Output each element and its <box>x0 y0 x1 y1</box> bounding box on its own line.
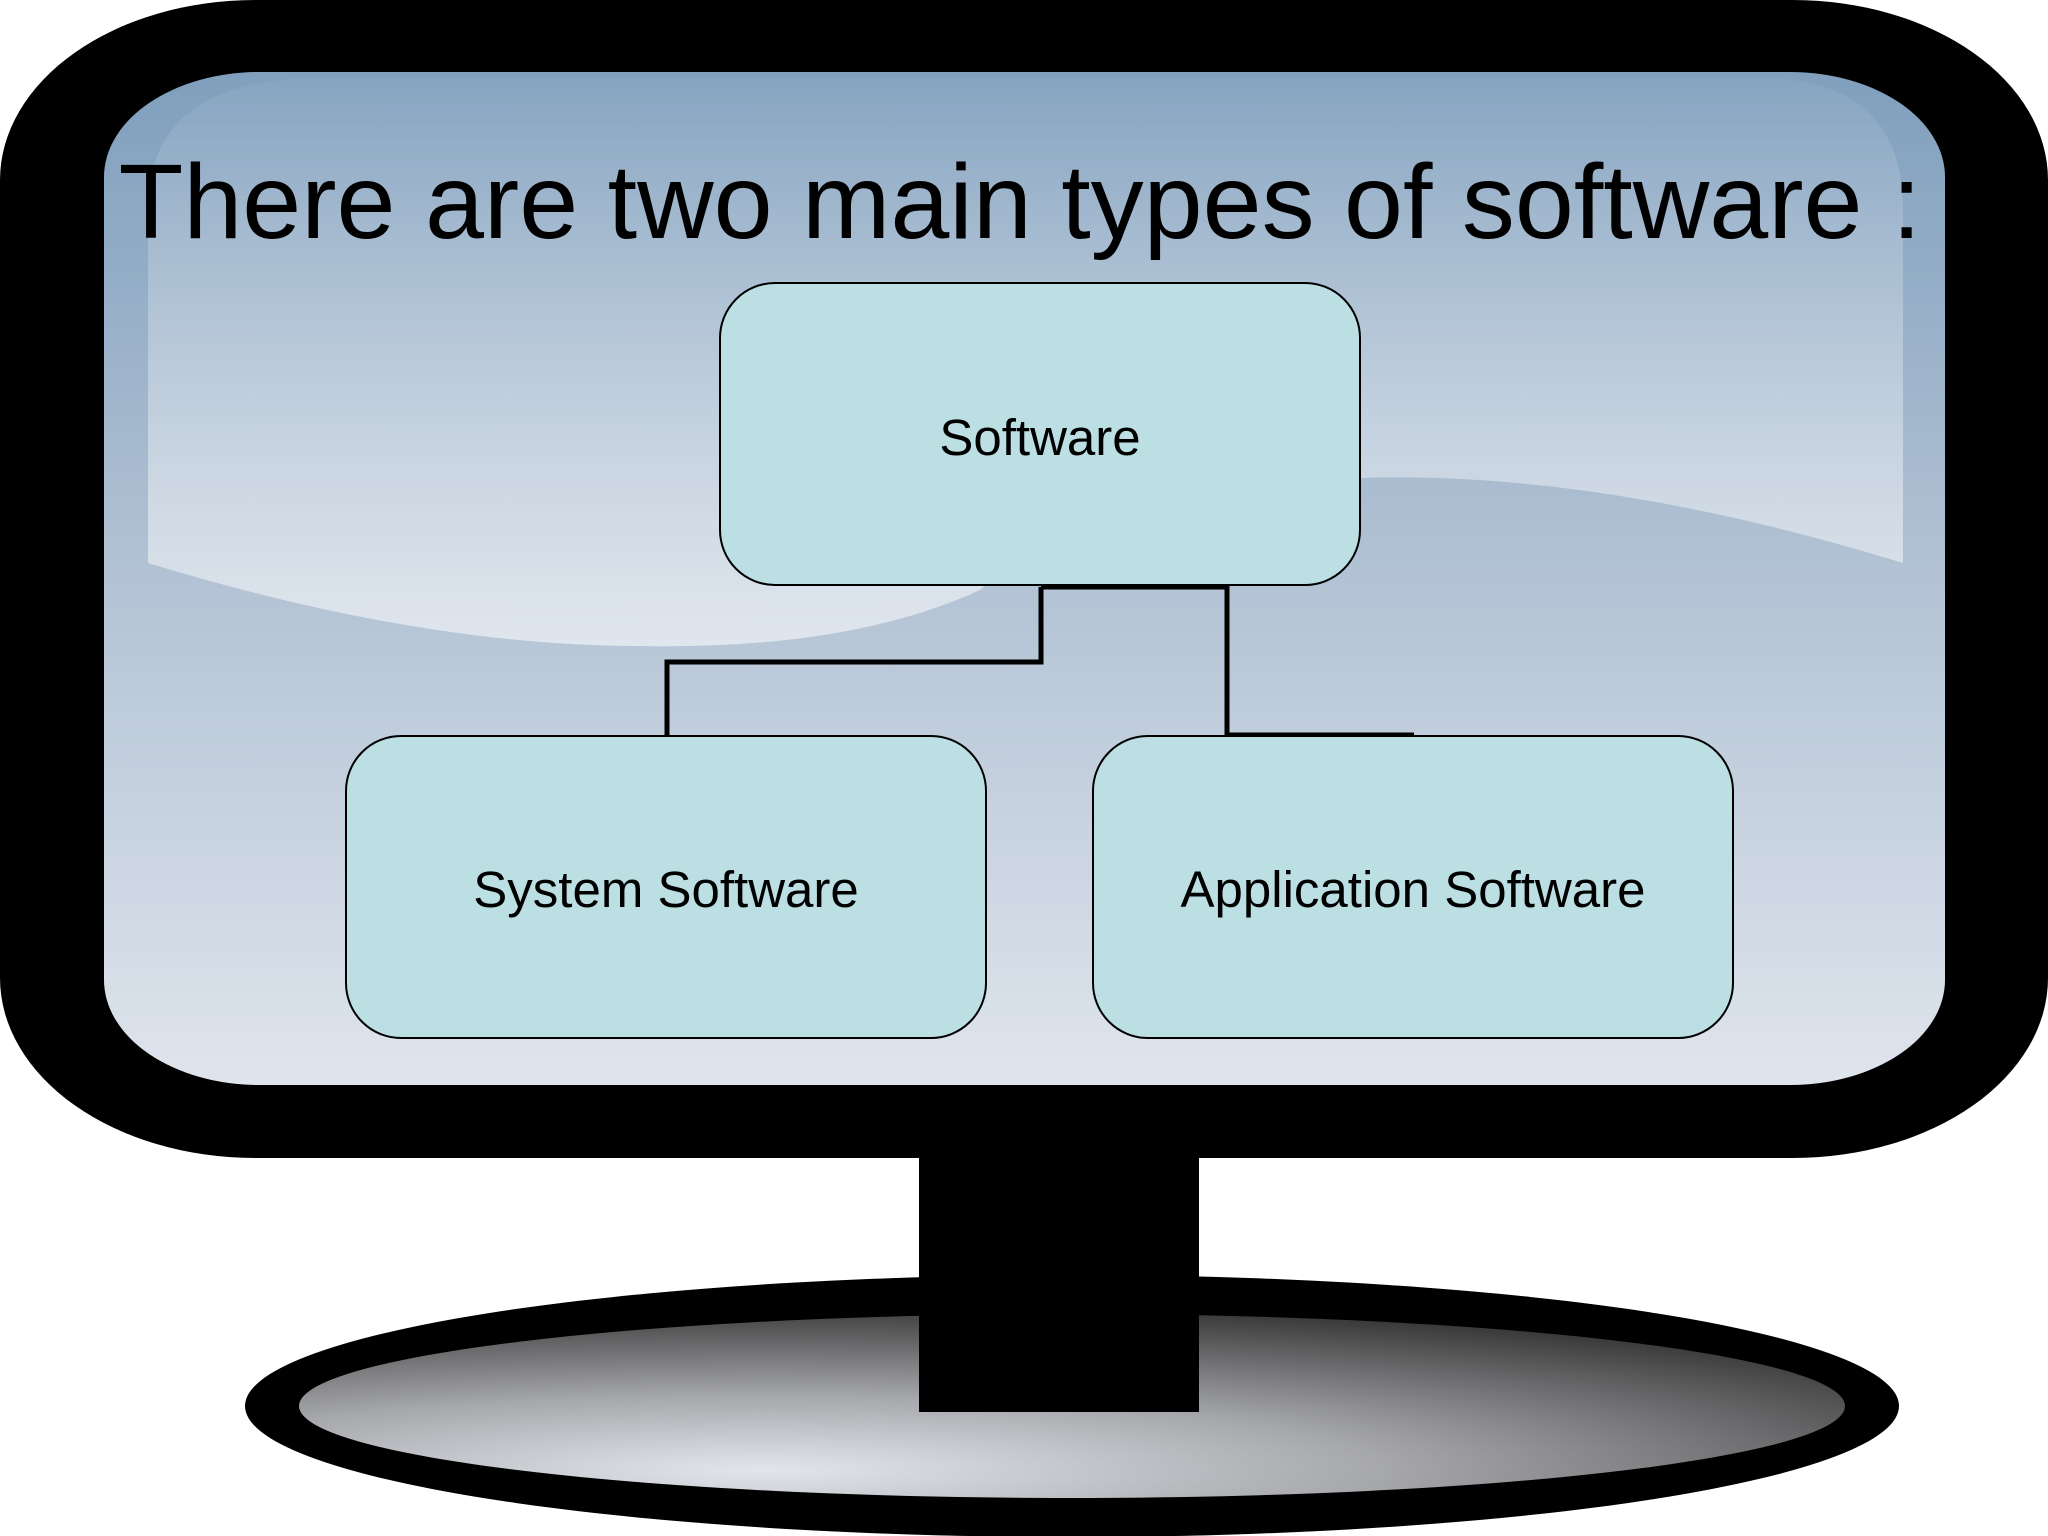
node-application-software-label: Application Software <box>1181 861 1646 918</box>
node-software-label: Software <box>939 409 1140 466</box>
page-title: There are two main types of software : <box>119 143 1922 261</box>
node-system-software-label: System Software <box>473 861 858 918</box>
node-system-software: System Software <box>345 735 987 1039</box>
node-application-software: Application Software <box>1092 735 1734 1039</box>
connector-to-system-software <box>664 587 1044 735</box>
node-software: Software <box>719 282 1361 586</box>
monitor-stand <box>919 1128 1199 1412</box>
